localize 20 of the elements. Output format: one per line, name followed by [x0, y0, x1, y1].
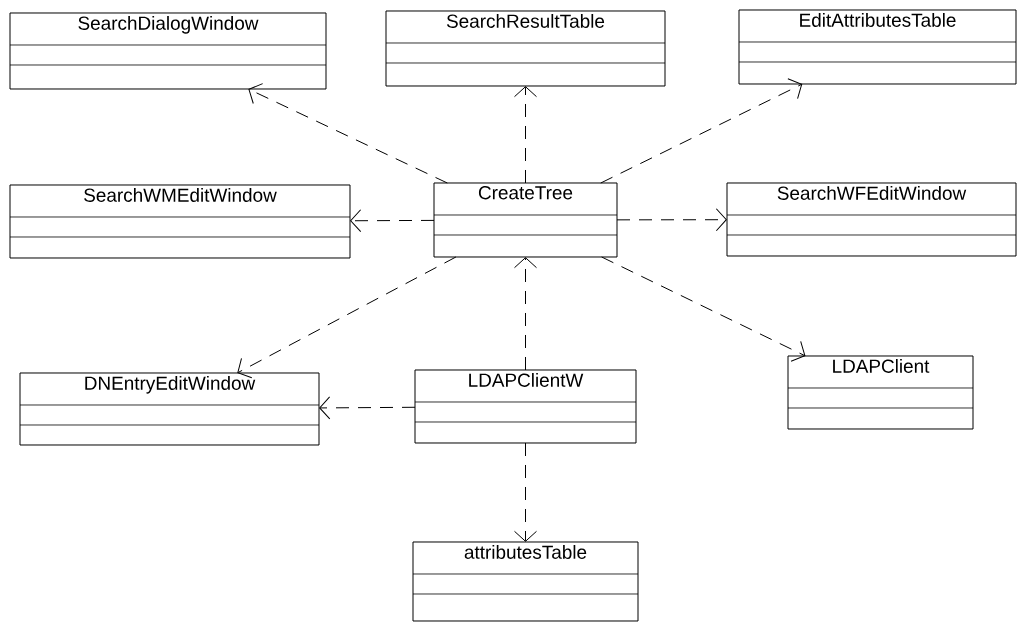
dependency-arrow: [319, 396, 416, 420]
class-box: SearchDialogWindow: [9, 12, 327, 90]
class-box: SearchResultTable: [385, 10, 666, 87]
dependency-arrow: [601, 256, 806, 362]
dependency-arrow: [600, 78, 803, 184]
class-box: LDAPClientW: [414, 369, 637, 444]
dependency-arrow: [514, 86, 537, 184]
class-box: CreateTree: [433, 182, 618, 258]
dependency-arrow: [248, 83, 448, 184]
class-box: DNEntryEditWindow: [19, 372, 320, 446]
class-box: EditAttributesTable: [738, 9, 1017, 85]
class-box: SearchWMEditWindow: [9, 184, 351, 259]
class-box: SearchWFEditWindow: [726, 182, 1017, 257]
dependency-arrow: [237, 256, 457, 379]
class-box: LDAPClient: [787, 355, 974, 430]
dependency-arrow: [616, 208, 727, 232]
class-box: attributesTable: [412, 541, 639, 622]
dependency-arrow: [350, 209, 435, 233]
dependency-arrow: [514, 442, 537, 542]
dependency-arrow: [514, 257, 537, 371]
